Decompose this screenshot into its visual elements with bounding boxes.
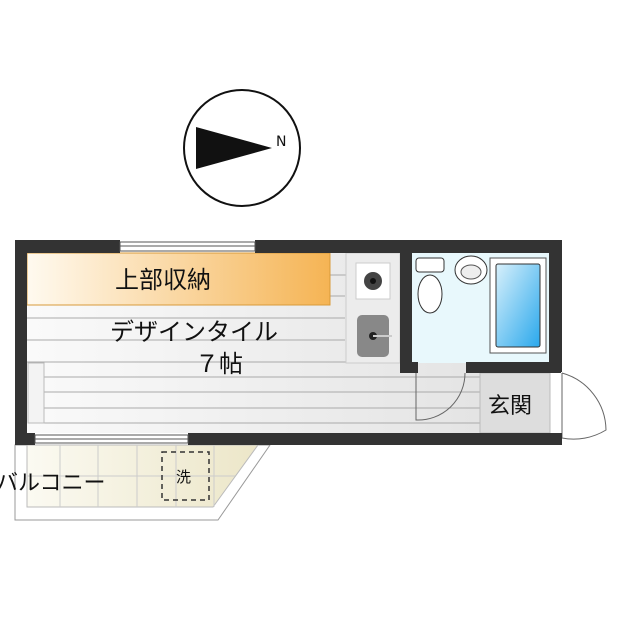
north-arrow-icon: [196, 127, 272, 169]
washer-space: [161, 451, 210, 501]
storage-area: [26, 252, 331, 306]
north-label: N: [276, 134, 287, 150]
balcony-label: バルコニー: [0, 471, 106, 496]
entrance-label: 玄関: [488, 394, 533, 419]
main-room-size: ７帖: [195, 350, 243, 378]
walls: [15, 240, 562, 445]
balcony: [14, 444, 271, 521]
windows: [34, 241, 256, 444]
entrance-door: [561, 372, 607, 440]
main-room-label: デザインタイル: [110, 318, 278, 346]
washer-label: 洗: [176, 468, 192, 486]
toilet-icon: [415, 257, 445, 273]
storage-label: 上部収納: [115, 266, 211, 294]
door-swing: [415, 372, 466, 421]
compass: [183, 89, 301, 207]
entrance: [479, 372, 551, 434]
